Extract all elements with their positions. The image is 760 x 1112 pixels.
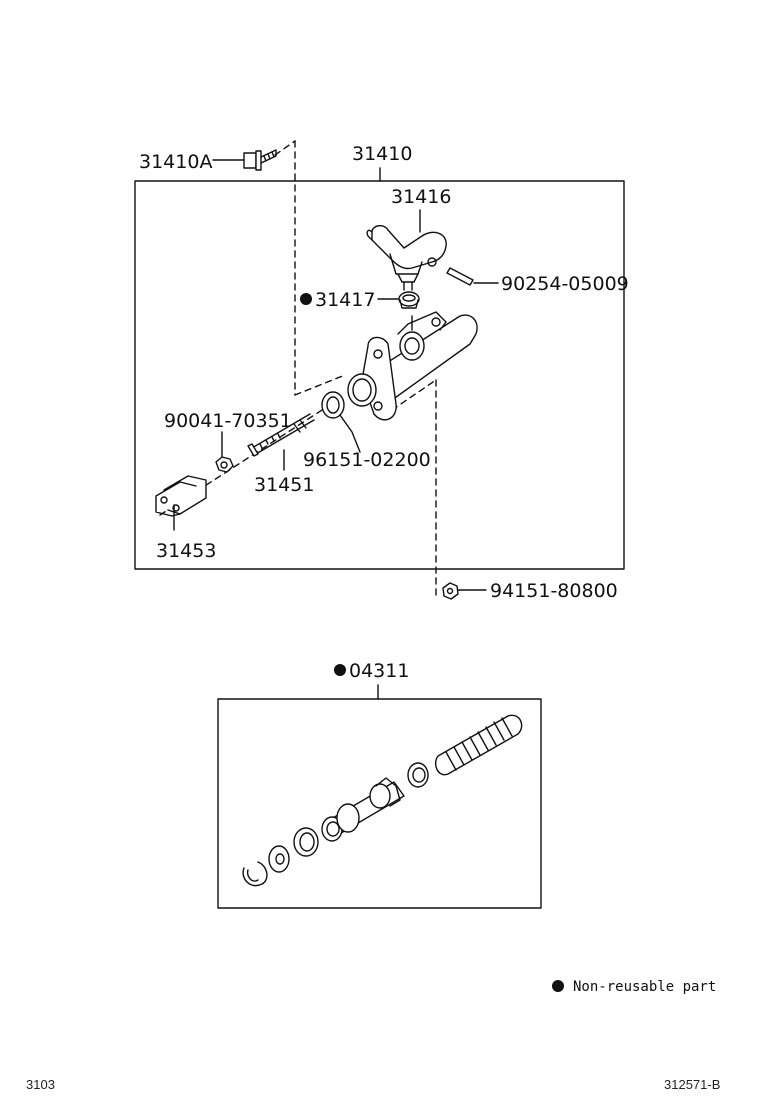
label-31410: 31410 — [352, 143, 412, 165]
kit-frame-04311 — [217, 698, 542, 909]
clevis-31453 — [155, 475, 207, 531]
label-31410A: 31410A — [139, 151, 212, 173]
non-reusable-bullet-31417 — [300, 293, 312, 305]
label-31451: 31451 — [254, 474, 314, 496]
non-reusable-bullet-04311 — [334, 664, 346, 676]
kit-components-04311 — [242, 714, 523, 887]
master-cylinder-body — [347, 311, 478, 421]
filled-circle-icon — [552, 980, 564, 992]
label-94151-80800: 94151-80800 — [490, 580, 618, 602]
seal-96151-02200 — [321, 391, 361, 453]
label-90041-70351: 90041-70351 — [164, 410, 292, 432]
label-31453: 31453 — [156, 540, 216, 562]
label-04311: 04311 — [349, 660, 409, 682]
footer-right-code: 312571-B — [664, 1077, 721, 1092]
alignment-lines — [159, 140, 437, 601]
label-90254-05009: 90254-05009 — [501, 273, 629, 295]
pin-90254-05009 — [446, 267, 499, 286]
push-rod-31451 — [247, 413, 315, 471]
label-31417: 31417 — [315, 289, 375, 311]
grommet-31417 — [377, 291, 420, 309]
reservoir-31416 — [366, 209, 447, 291]
nut-94151-80800 — [442, 582, 487, 600]
label-96151-02200: 96151-02200 — [303, 449, 431, 471]
footer-left-code: 3103 — [26, 1077, 55, 1092]
bolt-31410A — [212, 149, 277, 171]
nut-90041-70351 — [215, 431, 234, 473]
legend-text: Non-reusable part — [573, 979, 716, 995]
label-31416: 31416 — [391, 186, 451, 208]
